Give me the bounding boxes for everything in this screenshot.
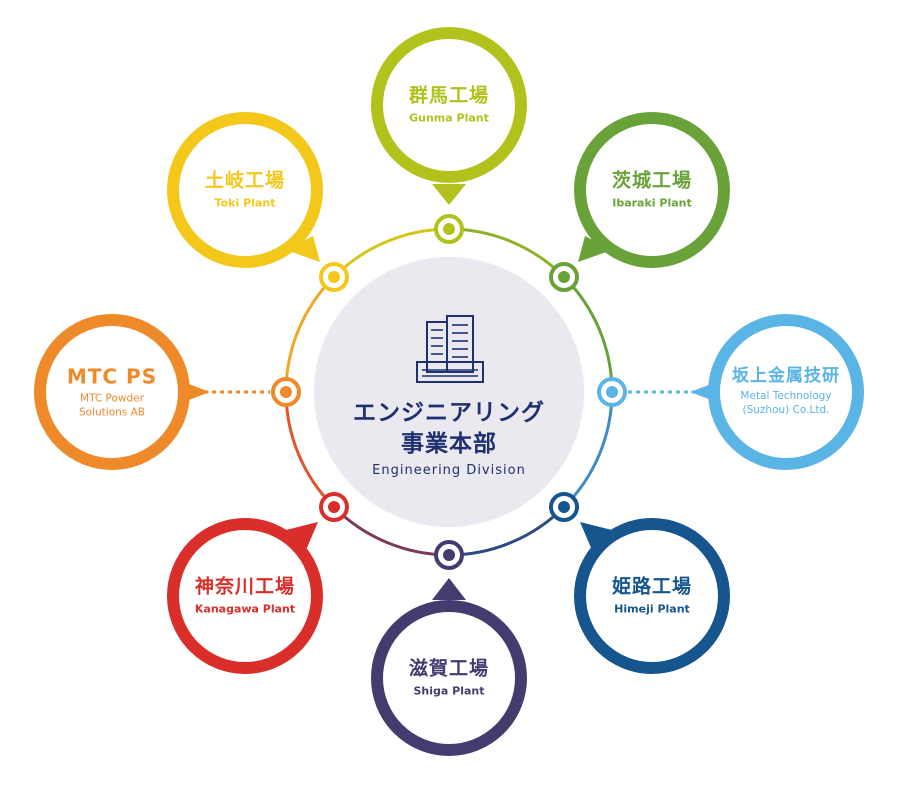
node-kanagawa: 神奈川工場 Kanagawa Plant [195,575,295,616]
center-disc [314,257,584,527]
node-name-en-line2: Solutions AB [79,406,145,418]
node-name-en: Toki Plant [214,196,276,210]
office-building-icon [416,315,484,383]
node-gunma: 群馬工場 Gunma Plant [409,84,489,125]
node-name-jp: 土岐工場 [204,169,286,192]
tail-gunma [432,184,466,205]
bubble-kanagawa [167,518,323,674]
node-name-en-line2: (Suzhou) Co.Ltd. [742,404,830,417]
bubble-sakagami [708,314,864,470]
node-name-en: Ibaraki Plant [612,196,692,210]
marker-shiga [434,540,464,570]
tail-shiga [432,578,466,600]
marker-himeji [549,492,579,522]
marker-toki [319,262,349,292]
node-name-jp: 坂上金属技研 [732,366,840,387]
ring-markers [271,214,627,570]
node-name-jp: 神奈川工場 [194,575,296,598]
node-name-jp: MTC PS [66,364,158,389]
marker-mtcps [271,377,301,407]
marker-sakagami [597,377,627,407]
bubble-himeji [574,518,730,674]
node-shiga: 滋賀工場 Shiga Plant [409,657,489,698]
node-name-jp: 姫路工場 [611,575,693,598]
node-name-en: Shiga Plant [413,684,485,698]
node-name-en-line1: Metal Technology [740,390,832,403]
marker-gunma [434,214,464,244]
node-name-en: Himeji Plant [614,602,690,616]
node-name-en-line1: MTC Powder [80,392,144,405]
node-name-jp: 茨城工場 [611,169,693,192]
center-name-jp-line1: エンジニアリング [353,399,545,426]
center-label: エンジニアリング 事業本部 Engineering Division [353,398,545,478]
marker-kanagawa [319,492,349,522]
node-toki: 土岐工場 Toki Plant [205,169,285,210]
tail-toki [286,236,320,262]
tail-kanagawa [286,522,318,550]
bubble-gunma [371,27,527,183]
tail-ibaraki [578,236,612,262]
bubble-ibaraki [574,112,730,268]
node-name-en: Gunma Plant [409,111,489,125]
bubble-toki [167,112,323,268]
bubble-shiga [371,600,527,756]
marker-ibaraki [549,262,579,292]
node-sakagami: 坂上金属技研 Metal Technology (Suzhou) Co.Ltd. [732,366,840,418]
node-himeji: 姫路工場 Himeji Plant [612,575,692,616]
center-name-jp-line2: 事業本部 [401,431,497,457]
tail-himeji [580,522,612,550]
node-mtcps: MTC PS MTC Powder Solutions AB [67,364,157,419]
node-name-jp: 群馬工場 [408,84,490,107]
center-name-en: Engineering Division [372,463,526,479]
node-name-en: Kanagawa Plant [194,602,296,616]
bubble-mtcps [34,314,190,470]
node-name-jp: 滋賀工場 [408,657,490,680]
node-ibaraki: 茨城工場 Ibaraki Plant [612,169,692,210]
